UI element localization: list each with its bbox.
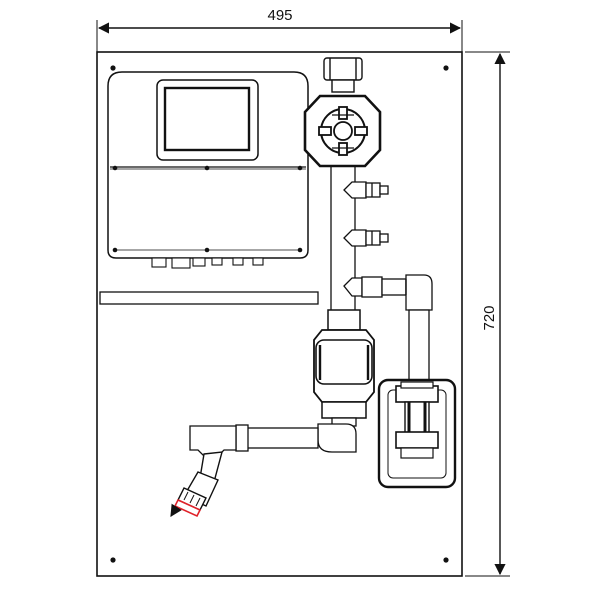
display-screen xyxy=(156,79,259,161)
sensor-port-1 xyxy=(343,181,389,199)
outlet-nozzle xyxy=(170,451,223,518)
mounting-hole xyxy=(443,557,449,563)
filter-housing xyxy=(313,309,375,419)
mounting-hole xyxy=(110,65,116,71)
mounting-rail xyxy=(99,291,319,305)
width-label: 495 xyxy=(267,7,292,24)
bypass-tee xyxy=(343,274,433,311)
inlet-union xyxy=(323,57,363,93)
mounting-holes xyxy=(110,65,449,563)
multiport-valve xyxy=(303,94,382,168)
width-dimension: 495 xyxy=(96,7,463,52)
sensor-port-2 xyxy=(343,229,389,247)
height-dimension: 720 xyxy=(465,51,510,577)
housing-screws xyxy=(112,165,303,253)
outlet-pipe xyxy=(189,417,357,457)
cable-glands xyxy=(151,257,264,269)
mounting-hole xyxy=(110,557,116,563)
bypass-pipe xyxy=(408,309,430,383)
flow-cell xyxy=(377,378,457,489)
height-label: 720 xyxy=(481,305,498,330)
mounting-hole xyxy=(443,65,449,71)
controller-housing xyxy=(107,71,309,269)
